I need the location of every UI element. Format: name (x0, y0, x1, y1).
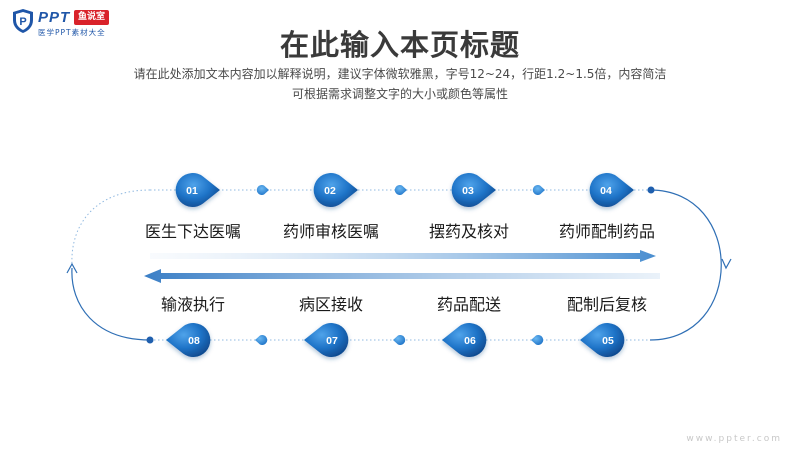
step-marker-02: 02 (313, 173, 358, 208)
step-number: 05 (602, 335, 614, 347)
subtitle-line-2: 可根据需求调整文字的大小或颜色等属性 (291, 87, 508, 101)
step-label-01: 医生下达医嘱 (144, 222, 241, 241)
page-subtitle: 请在此处添加文本内容加以解释说明，建议字体微软雅黑，字号12~24，行距1.2~… (100, 64, 700, 104)
step-number: 01 (186, 185, 198, 197)
page-title: 在此输入本页标题 (279, 28, 520, 62)
step-drop-shape (304, 323, 349, 357)
connector-dot (394, 185, 407, 195)
svg-text:P: P (19, 16, 26, 28)
step-drop-shape (442, 323, 487, 357)
step-marker-08: 08 (166, 323, 211, 357)
brand-logo: P PPT 鱼说室 医学PPT素材大全 (12, 8, 142, 38)
left-arc-arrowhead (66, 262, 78, 274)
connector-dot (393, 335, 406, 346)
step-marker-04: 04 (589, 173, 634, 208)
step-marker-05: 05 (580, 323, 625, 357)
step-drop-shape (589, 173, 634, 208)
brand-name: PPT (38, 9, 71, 26)
step-drop-shape (175, 173, 220, 207)
brand-badge: 鱼说室 (74, 10, 110, 25)
watermark: www.ppter.com (686, 434, 782, 444)
subtitle-line-1: 请在此处添加文本内容加以解释说明，建议字体微软雅黑，字号12~24，行距1.2~… (133, 67, 667, 81)
step-number: 06 (464, 335, 476, 347)
step-marker-01: 01 (175, 173, 220, 207)
step-label-08: 输液执行 (160, 295, 225, 314)
top-direction-arrow (150, 250, 656, 262)
connector-dot (256, 185, 269, 195)
right-arc-connector (649, 189, 722, 341)
step-markers: 01 02 03 04 05 06 07 08 (166, 173, 634, 357)
step-drop-shape (313, 173, 358, 208)
step-label-06: 药品配送 (436, 295, 501, 314)
right-arc-end-dot (647, 186, 655, 194)
shield-logo-icon: P (13, 9, 33, 33)
step-drop-shape (451, 173, 496, 208)
connector-dot (531, 335, 544, 346)
step-drop-shape (580, 323, 625, 357)
step-label-05: 配制后复核 (566, 295, 647, 314)
step-number: 07 (326, 335, 338, 347)
connector-dot (532, 185, 545, 195)
step-marker-03: 03 (451, 173, 496, 208)
step-marker-07: 07 (304, 323, 349, 357)
step-label-02: 药师审核医嘱 (282, 222, 379, 241)
connector-dots (255, 185, 545, 346)
left-arc-dotted (71, 189, 151, 266)
bottom-direction-arrow (144, 269, 660, 283)
left-arc-start-dot (146, 336, 154, 344)
step-label-04: 药师配制药品 (558, 222, 655, 241)
connector-dot (255, 335, 268, 345)
step-number: 03 (462, 185, 474, 197)
step-drop-shape (166, 323, 211, 357)
step-number: 08 (188, 335, 200, 347)
right-arc-arrowhead (721, 258, 732, 270)
step-label-03: 摆药及核对 (428, 222, 509, 241)
step-label-07: 病区接收 (298, 295, 363, 314)
step-number: 04 (600, 185, 612, 197)
step-marker-06: 06 (442, 323, 487, 357)
step-number: 02 (324, 185, 336, 197)
brand-tagline: 医学PPT素材大全 (38, 28, 106, 37)
left-arc-solid (71, 267, 151, 341)
